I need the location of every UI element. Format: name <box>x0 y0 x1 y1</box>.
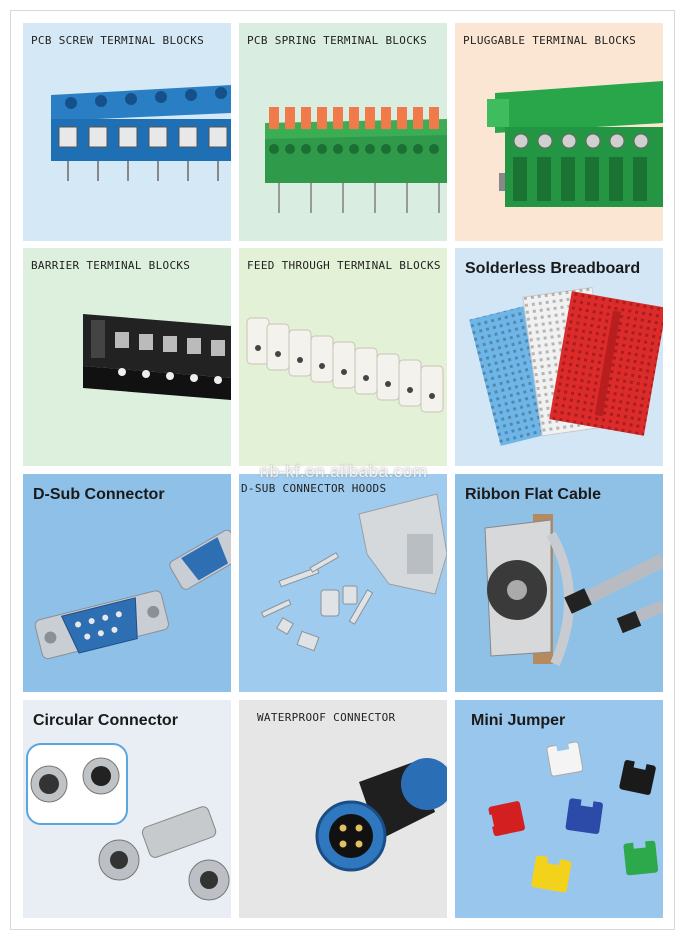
d-sub-hood-image <box>260 493 447 652</box>
waterproof-connector-image <box>315 758 447 872</box>
watermark-text: nb-kf.en.alibaba.com <box>259 462 428 481</box>
tile-mini-jumper[interactable]: Mini Jumper <box>455 700 663 918</box>
tile-ribbon-flat-cable[interactable]: Ribbon Flat Cable <box>455 474 663 692</box>
feed-through-terminal-image <box>246 317 444 413</box>
tile-label: Solderless Breadboard <box>465 260 641 277</box>
tile-label: BARRIER TERMINAL BLOCKS <box>31 259 191 272</box>
tile-label: FEED THROUGH TERMINAL BLOCKS <box>247 259 441 272</box>
tile-label: PCB SCREW TERMINAL BLOCKS <box>31 34 205 47</box>
ribbon-cable-image <box>484 514 663 666</box>
tile-solderless-breadboard[interactable]: Solderless Breadboard <box>455 248 663 466</box>
tile-waterproof-connector[interactable]: WATERPROOF CONNECTOR <box>239 700 447 918</box>
tile-feed-through-terminal-blocks[interactable]: FEED THROUGH TERMINAL BLOCKS <box>239 248 447 466</box>
pluggable-terminal-image <box>487 81 663 207</box>
tile-label: D-Sub Connector <box>33 486 165 503</box>
d-sub-connector-image <box>34 529 231 660</box>
screw-terminal-image <box>51 85 231 181</box>
tile-d-sub-connector-hoods[interactable]: D-SUB CONNECTOR HOODS <box>239 474 447 692</box>
tile-label: PCB SPRING TERMINAL BLOCKS <box>247 34 427 47</box>
tile-pluggable-terminal-blocks[interactable]: PLUGGABLE TERMINAL BLOCKS <box>455 23 663 241</box>
spring-terminal-image <box>265 107 447 213</box>
circular-connector-image <box>26 743 230 901</box>
tile-label: PLUGGABLE TERMINAL BLOCKS <box>463 34 637 47</box>
tile-label: WATERPROOF CONNECTOR <box>257 711 396 724</box>
tile-pcb-screw-terminal-blocks[interactable]: PCB SCREW TERMINAL BLOCKS <box>23 23 231 241</box>
tile-label: Circular Connector <box>33 712 178 729</box>
tile-pcb-spring-terminal-blocks[interactable]: PCB SPRING TERMINAL BLOCKS <box>239 23 447 241</box>
mini-jumper-image <box>481 739 659 893</box>
breadboard-image <box>469 286 663 446</box>
tile-d-sub-connector[interactable]: D-Sub Connector <box>23 474 231 692</box>
tile-barrier-terminal-blocks[interactable]: BARRIER TERMINAL BLOCKS <box>23 248 231 466</box>
tile-label: Ribbon Flat Cable <box>465 486 601 503</box>
barrier-terminal-image <box>83 314 231 400</box>
tile-label: D-SUB CONNECTOR HOODS <box>241 482 387 495</box>
tile-label: Mini Jumper <box>471 712 566 729</box>
tile-circular-connector[interactable]: Circular Connector <box>23 700 231 918</box>
